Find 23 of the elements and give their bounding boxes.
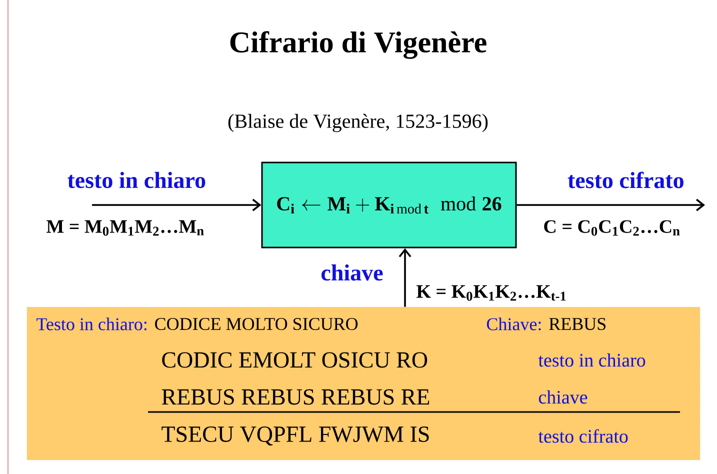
- formula: C = C$_{0}$C$_{1}$C$_{2}$…C$_{n}$: [544, 220, 680, 236]
- subtitle: (Blaise de Vigenère, 1523-1596): [228, 114, 488, 132]
- title: Cifrario di Vigenère: [230, 31, 486, 59]
- example-panel: [26, 306, 700, 460]
- edge-label: testo cifrato: [568, 172, 684, 188]
- cipher-box: $\mathbf{C_i \leftarrow M_i + K_{i \,\mathrm{mod}\, t}\;\;\mathrm{mod}\;26}$: [261, 162, 517, 248]
- table-text: TSECU VQPFL FWJWM IS: [162, 426, 429, 446]
- table-text: chiave: [538, 390, 588, 404]
- panel-text: Testo in chiaro:: [36, 318, 146, 330]
- formula: K = K$_{0}$K$_{1}$K$_{2}$…K$_{t-1}$: [416, 285, 566, 301]
- arrow: [92, 198, 262, 212]
- table-text: CODIC EMOLT OSICU RO: [162, 352, 428, 368]
- table-text: testo cifrato: [538, 429, 628, 443]
- arrow: [398, 248, 412, 307]
- panel-text: CODICE MOLTO SICURO: [155, 318, 358, 330]
- arrow: [516, 198, 706, 212]
- panel-text: Chiave:: [486, 318, 541, 330]
- edge-label: chiave: [322, 264, 383, 281]
- edge-label: testo in chiaro: [68, 172, 206, 188]
- table-text: REBUS REBUS REBUS RE: [162, 389, 430, 405]
- panel-text: REBUS: [549, 318, 606, 330]
- formula: M = M$_{0}$M$_{1}$M$_{2}$…M$_{n}$: [46, 220, 204, 236]
- table-text: testo in chiaro: [538, 353, 646, 367]
